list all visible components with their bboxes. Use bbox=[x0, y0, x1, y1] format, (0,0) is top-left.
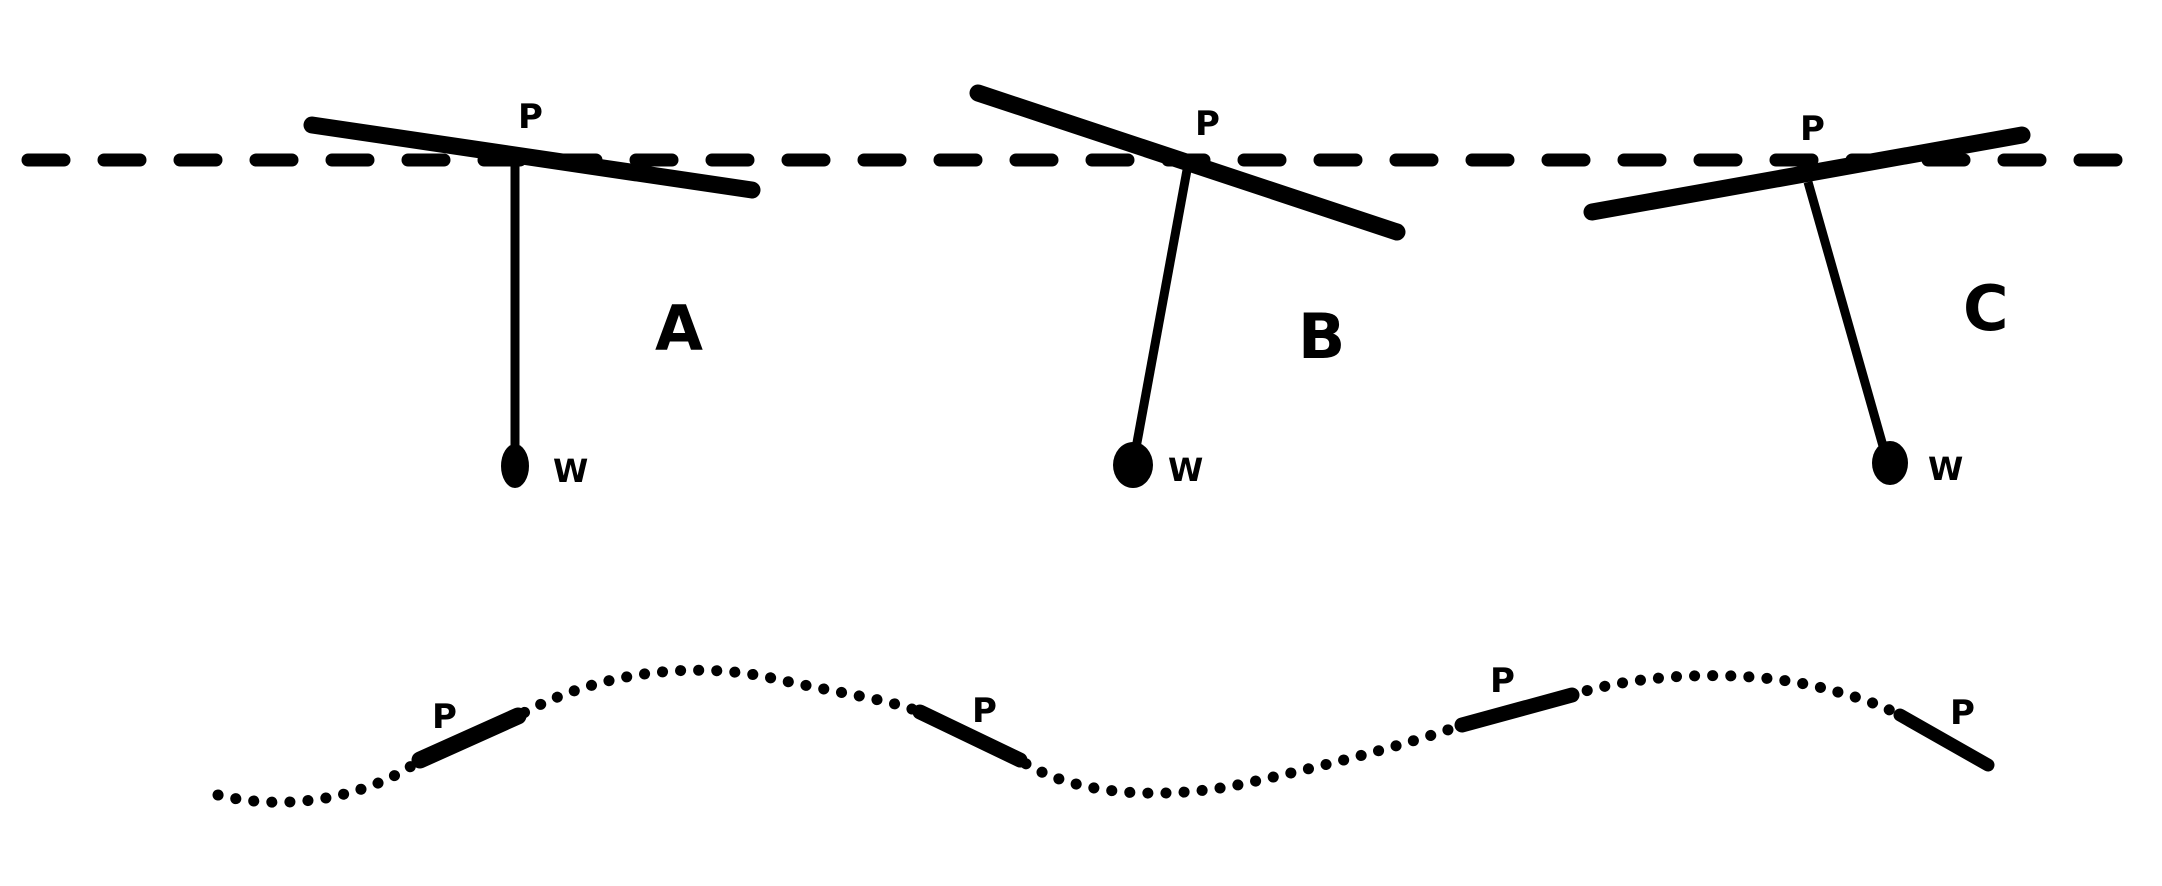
bar-b bbox=[969, 84, 1406, 241]
pendulum-label-a: A bbox=[655, 292, 703, 365]
wave-bar-3 bbox=[1454, 687, 1580, 733]
pivot-label-c: P bbox=[1800, 109, 1825, 149]
wave-bar-2 bbox=[912, 704, 1028, 768]
wave-p-label-1: P bbox=[432, 697, 457, 737]
wave-segments: P P P P bbox=[411, 661, 1995, 772]
wave-bar-1 bbox=[411, 707, 527, 769]
pivot-label-a: P bbox=[518, 97, 543, 137]
pendulum-c: P W C bbox=[1583, 109, 2031, 488]
bob-b bbox=[1113, 442, 1153, 488]
bob-c bbox=[1872, 441, 1908, 485]
pendulum-a: P W A bbox=[303, 97, 761, 490]
pivot-label-b: P bbox=[1195, 104, 1220, 144]
weight-label-a: W bbox=[553, 452, 588, 490]
weight-label-c: W bbox=[1928, 450, 1963, 488]
bar-a bbox=[303, 116, 761, 199]
wave-dotted-path bbox=[212, 664, 1906, 808]
pendulum-label-c: C bbox=[1963, 272, 2009, 345]
pendulum-b: P W B bbox=[969, 84, 1406, 489]
wave-p-label-3: P bbox=[1490, 661, 1515, 701]
rod-b bbox=[1131, 169, 1192, 449]
wave-p-label-4: P bbox=[1950, 693, 1975, 733]
wave-bar-4 bbox=[1893, 708, 1995, 772]
pendulum-label-b: B bbox=[1298, 300, 1345, 373]
rod-c bbox=[1803, 180, 1888, 448]
weight-label-b: W bbox=[1168, 451, 1203, 489]
bar-c bbox=[1583, 126, 2031, 221]
bob-a bbox=[501, 444, 529, 488]
wave-p-label-2: P bbox=[972, 691, 997, 731]
